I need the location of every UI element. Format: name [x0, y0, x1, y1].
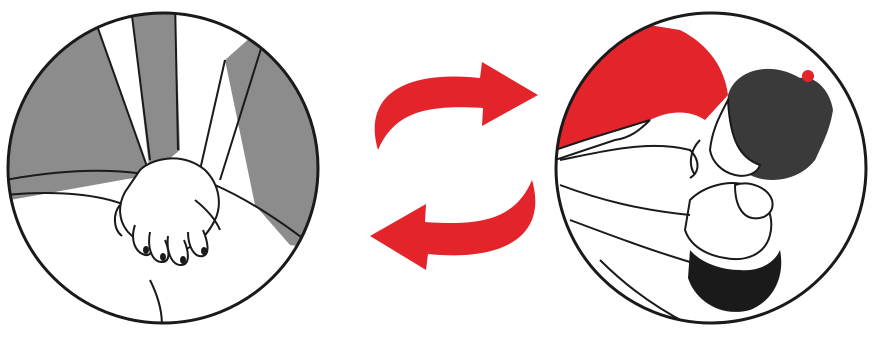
rescue-breaths-panel	[550, 0, 873, 339]
curved-arrow-left-icon	[370, 180, 535, 270]
arrow-to-breaths	[375, 62, 538, 150]
arrow-to-compressions	[370, 180, 535, 270]
curved-arrow-right-icon	[375, 62, 538, 150]
hands-chest-compressions-illustration	[0, 0, 330, 339]
mouth-to-mouth-rescue-breath-illustration	[550, 0, 873, 339]
compressions-panel	[0, 0, 330, 339]
